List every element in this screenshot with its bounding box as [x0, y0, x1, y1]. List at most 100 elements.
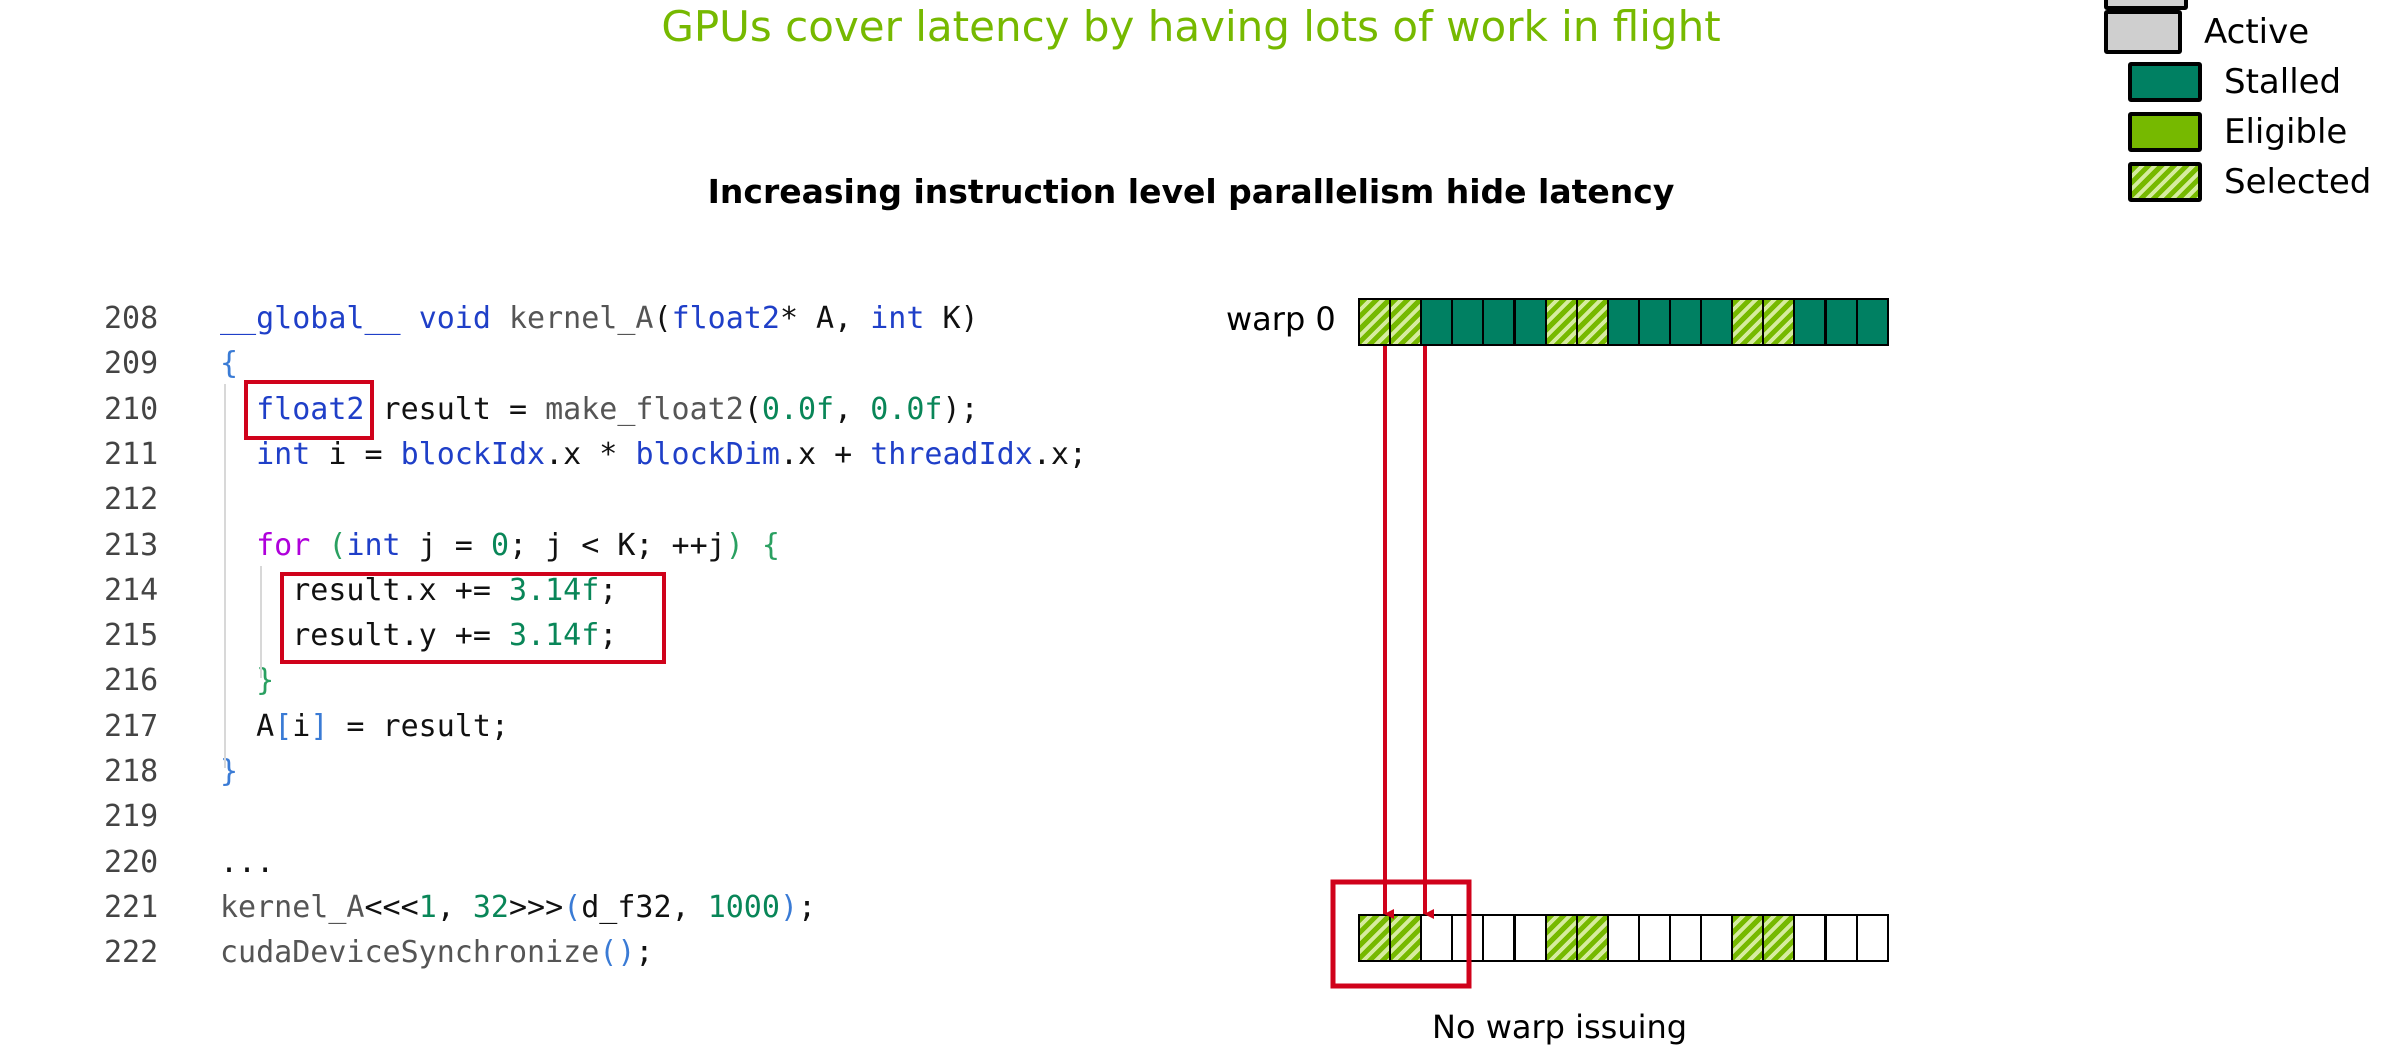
code-token: , [436, 889, 473, 925]
issue-cell-selected [1575, 914, 1609, 962]
code-token: 0.0f [761, 391, 835, 427]
code-token: * A, [779, 301, 871, 336]
warp-label: warp 0 [1226, 300, 1336, 338]
code-token: for [256, 527, 311, 563]
code-token: float2 [256, 391, 365, 427]
warp0-cell-stalled [1513, 298, 1547, 346]
code-token: result = [364, 391, 546, 427]
code-token: K) [924, 301, 979, 336]
code-token: ( [328, 527, 347, 563]
code-token: cudaDeviceSynchronize [220, 935, 600, 971]
line-number: 215 [104, 618, 159, 654]
no-warp-issuing-caption: No warp issuing [1432, 1008, 1688, 1046]
warp0-cell-stalled [1606, 298, 1640, 346]
line-number: 214 [104, 572, 159, 608]
legend-label-eligible: Eligible [2224, 112, 2348, 152]
code-token: i = [310, 436, 401, 472]
warp0-cell-stalled [1451, 298, 1485, 346]
code-token: threadIdx [870, 436, 1033, 472]
code-token: A [220, 708, 275, 744]
code-token: { [220, 346, 239, 382]
code-token: ; [599, 618, 618, 654]
issue-cell-selected [1544, 914, 1578, 962]
issue-cell-selected [1731, 914, 1765, 962]
legend-item-active: Active [2104, 10, 2309, 54]
legend-label-active: Active [2204, 12, 2310, 52]
code-token: int [256, 436, 311, 472]
warp0-cell-selected [1762, 298, 1796, 346]
line-number: 218 [104, 754, 159, 789]
code-token: [ [274, 708, 293, 744]
issue-cell-empty [1669, 914, 1703, 962]
code-token: __global__ [220, 301, 401, 336]
code-token: , [834, 391, 871, 427]
code-token: 0 [490, 527, 509, 563]
slide-title: GPUs cover latency by having lots of wor… [661, 2, 1721, 51]
code-token: make_float2 [545, 391, 744, 427]
code-token: j = [400, 527, 491, 563]
code-token [491, 301, 509, 336]
legend-swatch-selected [2128, 162, 2202, 202]
code-text: result.y += 3.14f; [220, 613, 617, 659]
code-text: __global__ void kernel_A(float2* A, int … [220, 296, 979, 342]
line-number: 216 [104, 663, 159, 699]
issue-cell-empty [1482, 914, 1516, 962]
slide-subtitle: Increasing instruction level parallelism… [707, 172, 1675, 211]
issue-cell-empty [1700, 914, 1734, 962]
code-token: ( [743, 391, 762, 427]
line-number: 208 [104, 301, 159, 336]
code-token: ... [220, 844, 275, 880]
code-token: int [870, 301, 925, 336]
code-token: { [761, 527, 780, 563]
code-token: int [346, 527, 401, 563]
code-token: 32 [472, 889, 509, 925]
code-token: kernel_A [220, 889, 365, 925]
legend-item-stalled: Stalled [2128, 62, 2341, 102]
code-token: } [220, 754, 239, 789]
code-text: int i = blockIdx.x * blockDim.x + thread… [220, 432, 1087, 478]
legend-label-selected: Selected [2224, 162, 2372, 202]
line-number: 212 [104, 482, 159, 518]
code-token: 1000 [707, 889, 780, 925]
warp0-cell-selected [1731, 298, 1765, 346]
code-token: 3.14f [508, 572, 600, 608]
issue-cell-selected [1389, 914, 1423, 962]
line-number: 213 [104, 527, 159, 563]
code-token: () [599, 935, 636, 971]
code-token: d_f32, [581, 889, 708, 925]
line-number: 219 [104, 799, 159, 835]
issue-cell-empty [1824, 914, 1858, 962]
code-token: result.x += [220, 572, 509, 608]
issue-cell-empty [1606, 914, 1640, 962]
code-token: blockIdx [400, 436, 546, 472]
code-token: ( [653, 301, 672, 336]
scope-guide-outer [224, 384, 226, 768]
issue-cell-empty [1855, 914, 1889, 962]
code-token: ; [798, 889, 817, 925]
code-text: ... [220, 840, 274, 886]
legend-swatch-stalled [2128, 62, 2202, 102]
code-token [310, 528, 328, 563]
legend-swatch-eligible [2128, 112, 2202, 152]
issue-cell-empty [1451, 914, 1485, 962]
code-text: { [220, 341, 238, 387]
legend-swatch-active [2104, 10, 2182, 54]
code-token [744, 528, 762, 563]
code-token [401, 301, 419, 336]
code-token: i [292, 708, 311, 744]
code-token: >>> [509, 889, 564, 925]
code-token: float2 [671, 301, 780, 336]
warp0-cell-stalled [1824, 298, 1858, 346]
warp0-cell-stalled [1855, 298, 1889, 346]
issue-cell-empty [1513, 914, 1547, 962]
issue-cell-empty [1637, 914, 1671, 962]
code-token: = result; [328, 708, 509, 744]
code-token: void [418, 301, 491, 336]
warp0-cell-stalled [1482, 298, 1516, 346]
legend-top-swatch [2104, 0, 2188, 10]
code-token: ; j < K; ++j [509, 527, 726, 563]
scope-guide-inner [260, 566, 262, 678]
code-token: <<< [364, 889, 419, 925]
code-text: cudaDeviceSynchronize(); [220, 930, 653, 976]
warp0-cell-selected [1358, 298, 1392, 346]
